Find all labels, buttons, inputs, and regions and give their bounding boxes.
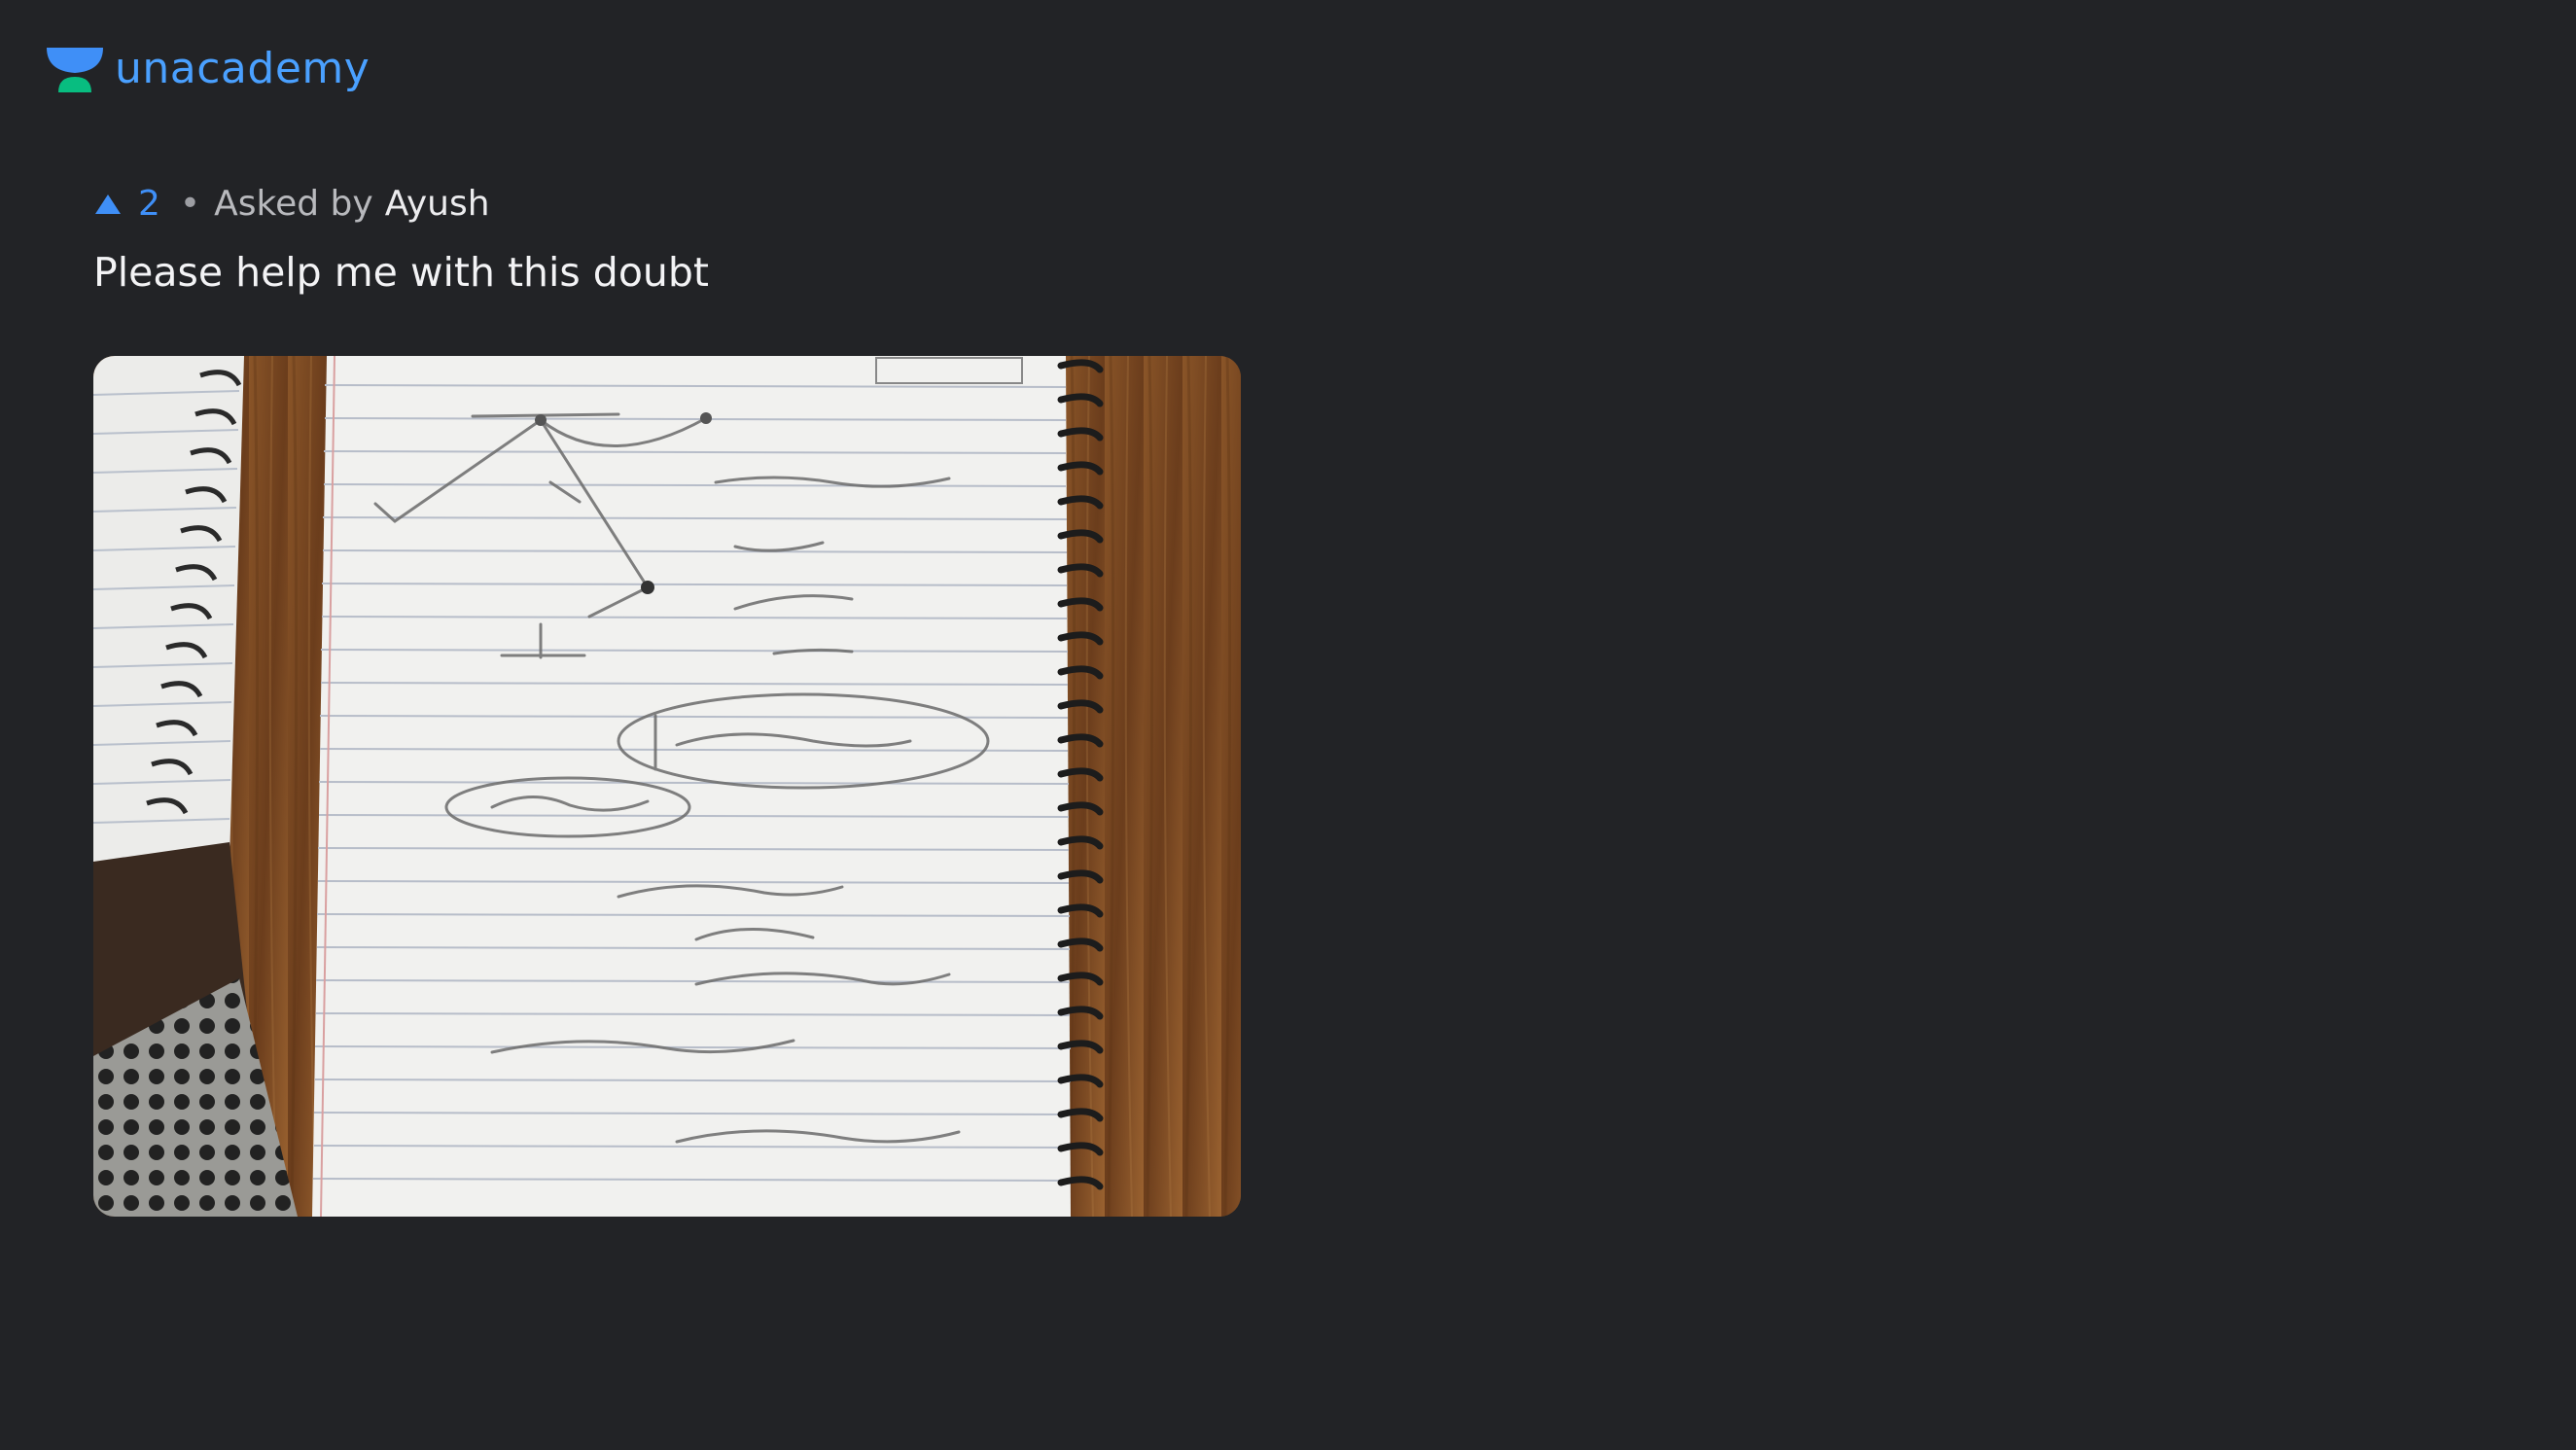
notebook-photo [93, 356, 1241, 1217]
unacademy-logo[interactable]: unacademy [45, 39, 370, 99]
asked-by-label: Asked by [214, 184, 373, 224]
unacademy-logo-icon [47, 48, 103, 92]
author-name[interactable]: Ayush [384, 184, 490, 224]
upvote-count: 2 [138, 184, 160, 224]
logo-wordmark: unacademy [115, 44, 371, 93]
upvote-triangle-icon[interactable] [93, 193, 123, 216]
question-meta: 2 • Asked by Ayush [93, 187, 490, 222]
question-title: Please help me with this doubt [93, 249, 709, 296]
question-attachment-image[interactable] [93, 356, 1241, 1217]
meta-separator: • [179, 184, 201, 224]
